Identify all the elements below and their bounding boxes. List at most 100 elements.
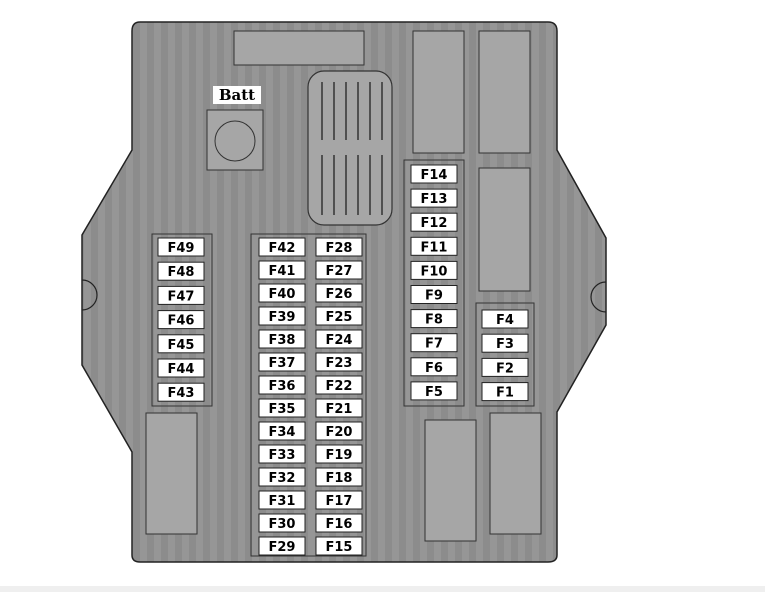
fuse-slot	[315, 513, 363, 533]
fuse-label: F32	[269, 471, 296, 486]
fuse-f49: F49	[157, 237, 205, 257]
fuse-f47: F47	[157, 285, 205, 305]
fuse-label: F47	[168, 289, 195, 304]
fuse-slot	[258, 306, 306, 326]
fuse-slot	[157, 285, 205, 305]
fuse-label: F24	[326, 333, 353, 348]
fuse-f35: F35	[258, 398, 306, 418]
battery-label-bg	[213, 86, 261, 104]
fuse-panel-center	[250, 233, 367, 557]
fuse-label: F22	[326, 379, 353, 394]
fuse-f17: F17	[315, 490, 363, 510]
relay-mid-right	[478, 167, 531, 292]
fuse-f24: F24	[315, 329, 363, 349]
fuse-label: F20	[326, 425, 353, 440]
fuse-label: F1	[496, 386, 514, 401]
fuse-label: F21	[326, 402, 353, 417]
fuse-f43: F43	[157, 382, 205, 402]
fuse-slot	[315, 444, 363, 464]
fuse-label: F16	[326, 517, 353, 532]
fuse-label: F44	[168, 362, 195, 377]
fuse-slot	[258, 490, 306, 510]
fuse-f2: F2	[481, 357, 529, 377]
fuses: F49F48F47F46F45F44F43F42F41F40F39F38F37F…	[157, 164, 529, 556]
fuse-f42: F42	[258, 237, 306, 257]
fuse-label: F48	[168, 265, 195, 280]
fuse-slot	[258, 421, 306, 441]
fuse-slot	[258, 536, 306, 556]
fuse-slot	[481, 333, 529, 353]
fuse-f45: F45	[157, 334, 205, 354]
fuse-f32: F32	[258, 467, 306, 487]
fuse-label: F37	[269, 356, 296, 371]
fuse-label: F39	[269, 310, 296, 325]
fuse-f20: F20	[315, 421, 363, 441]
fuse-slot	[258, 444, 306, 464]
fuse-label: F19	[326, 448, 353, 463]
fuse-f10: F10	[410, 260, 458, 280]
fuse-slot	[315, 237, 363, 257]
fuse-slot	[157, 261, 205, 281]
fuse-slot	[410, 285, 458, 304]
fuse-label: F28	[326, 241, 353, 256]
fuse-f41: F41	[258, 260, 306, 280]
fuse-f29: F29	[258, 536, 306, 556]
fuse-slot	[258, 329, 306, 349]
fuse-slot	[157, 334, 205, 354]
fuse-f25: F25	[315, 306, 363, 326]
fuse-f18: F18	[315, 467, 363, 487]
fuse-f48: F48	[157, 261, 205, 281]
fuse-slot	[157, 358, 205, 378]
fuse-panels	[151, 159, 535, 557]
fuse-label: F30	[269, 517, 296, 532]
fuse-label: F46	[168, 314, 195, 329]
fuse-slot	[410, 357, 458, 377]
fuse-slot	[258, 352, 306, 372]
fuse-f44: F44	[157, 358, 205, 378]
fuse-f23: F23	[315, 352, 363, 372]
fuse-f14: F14	[410, 164, 458, 184]
fuse-f15: F15	[315, 536, 363, 556]
fuse-label: F17	[326, 494, 353, 509]
fuse-slot	[258, 237, 306, 257]
fuse-f9: F9	[410, 285, 458, 304]
fuse-label: F29	[269, 540, 296, 555]
mount-hole-right	[590, 281, 607, 313]
fuse-label: F2	[496, 361, 514, 376]
fuse-f6: F6	[410, 357, 458, 377]
connector-pins	[321, 82, 383, 215]
main-connector	[307, 70, 393, 226]
fuse-f4: F4	[481, 309, 529, 329]
fuse-slot	[258, 375, 306, 395]
fuse-label: F26	[326, 287, 353, 302]
fuse-label: F13	[421, 192, 448, 207]
fuse-f37: F37	[258, 352, 306, 372]
fuse-slot	[410, 333, 458, 353]
fuse-f7: F7	[410, 333, 458, 353]
fuse-f33: F33	[258, 444, 306, 464]
fuse-f34: F34	[258, 421, 306, 441]
fuse-slot	[157, 310, 205, 330]
fuse-label: F40	[269, 287, 296, 302]
fuse-f30: F30	[258, 513, 306, 533]
relay-top-wide	[233, 30, 365, 66]
fuse-f16: F16	[315, 513, 363, 533]
fuse-f26: F26	[315, 283, 363, 303]
fuse-label: F27	[326, 264, 353, 279]
fuse-label: F49	[168, 241, 195, 256]
fuse-f27: F27	[315, 260, 363, 280]
relay-blocks	[145, 30, 542, 542]
fuse-slot	[410, 188, 458, 208]
fuse-f13: F13	[410, 188, 458, 208]
fuse-slot	[315, 283, 363, 303]
fuse-slot	[315, 536, 363, 556]
fuse-f46: F46	[157, 310, 205, 330]
mount-hole-left	[81, 279, 98, 311]
fuse-slot	[258, 283, 306, 303]
fuse-label: F23	[326, 356, 353, 371]
fuse-f19: F19	[315, 444, 363, 464]
fuse-label: F35	[269, 402, 296, 417]
fuse-label: F12	[421, 216, 448, 231]
fuse-f5: F5	[410, 381, 458, 401]
fuse-label: F18	[326, 471, 353, 486]
